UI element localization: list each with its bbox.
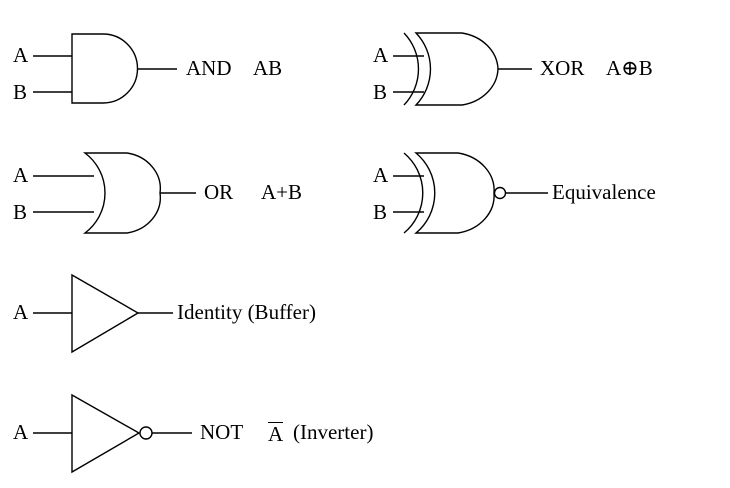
or-gate-group xyxy=(33,152,196,234)
not-expression-overbar: A xyxy=(268,422,284,446)
xor-input-a-label: A xyxy=(373,43,389,67)
xor-back-arc-outer xyxy=(403,32,420,106)
xnor-input-a-label: A xyxy=(373,163,389,187)
or-input-a-label: A xyxy=(13,163,29,187)
or-gate-expression-label: A+B xyxy=(261,180,303,204)
xor-input-b-label: B xyxy=(373,80,388,104)
not-gate-name-prefix-label: NOT xyxy=(200,420,244,444)
or-gate-name-label: OR xyxy=(204,180,234,204)
xor-gate-expression-label: A⊕B xyxy=(606,56,653,80)
not-input-a-label: A xyxy=(13,420,29,444)
and-gate-name-label: AND xyxy=(186,56,232,80)
or-input-b-label: B xyxy=(13,200,28,224)
buffer-gate-name-label: Identity (Buffer) xyxy=(177,300,316,324)
xor-gate-name-label: XOR xyxy=(540,56,585,80)
not-gate-body xyxy=(71,393,141,474)
buffer-gate-group xyxy=(33,273,173,354)
xnor-inversion-bubble xyxy=(493,186,507,200)
not-gate-name-suffix-label: (Inverter) xyxy=(293,420,374,444)
buffer-gate-body xyxy=(71,273,140,354)
xnor-back-arc-outer xyxy=(403,152,424,234)
and-gate-body xyxy=(71,33,139,104)
not-gate-expression-label: A xyxy=(268,422,284,446)
xnor-gate-body xyxy=(414,152,495,234)
buffer-input-a-label: A xyxy=(13,300,29,324)
and-input-b-label: B xyxy=(13,80,28,104)
not-inversion-bubble xyxy=(139,426,153,440)
xnor-input-b-label: B xyxy=(373,200,388,224)
xnor-gate-name-label: Equivalence xyxy=(552,180,656,204)
and-gate-expression-label: AB xyxy=(253,56,283,80)
and-input-a-label: A xyxy=(13,43,29,67)
xor-gate-group xyxy=(393,32,532,106)
or-gate-body xyxy=(82,152,162,234)
xnor-gate-group xyxy=(393,152,548,234)
xor-gate-body xyxy=(414,32,499,106)
and-gate-group xyxy=(33,33,177,104)
not-gate-group xyxy=(33,393,192,474)
